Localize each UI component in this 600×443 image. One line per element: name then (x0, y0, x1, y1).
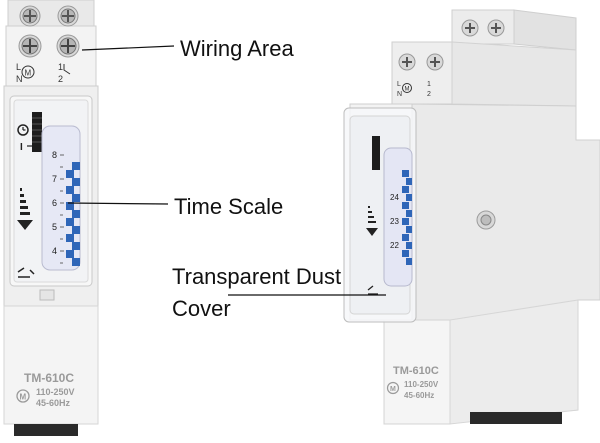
screw-terminal-icon (398, 53, 416, 71)
frequency-label: 45-60Hz (36, 398, 71, 408)
terminal-label: L (397, 81, 401, 88)
override-switch-icon (367, 285, 378, 295)
down-arrow-icon (366, 206, 378, 236)
svg-text:M: M (390, 386, 396, 393)
svg-text:M: M (25, 69, 32, 78)
svg-text:M: M (20, 393, 27, 402)
wiring-area-label: Wiring Area (180, 36, 294, 61)
frequency-label: 45-60Hz (404, 391, 434, 400)
screw-terminal-icon (487, 19, 505, 37)
terminal-label: 1 (427, 81, 431, 88)
terminal-label: 2 (427, 91, 431, 98)
terminal-label: N (16, 74, 23, 84)
front-timer-device: L N M 1 2 I (3, 0, 99, 436)
terminal-label: L (16, 62, 21, 72)
scale-number: 5 (52, 222, 57, 232)
model-label: TM-610C (24, 371, 74, 385)
clock-icon (17, 124, 29, 136)
voltage-label: 110-250V (404, 380, 439, 389)
screw-terminal-icon (461, 19, 479, 37)
screw-terminal-icon (56, 34, 80, 58)
screw-terminal-icon (57, 5, 79, 27)
side-timer-device: L N M 1 2 24 23 22 (343, 9, 600, 425)
scale-number: 8 (52, 150, 57, 160)
motor-icon: M (21, 65, 35, 79)
model-label: TM-610C (393, 365, 439, 377)
scale-number: 24 (390, 193, 399, 202)
motor-icon: M (386, 381, 400, 395)
time-scale-label: Time Scale (174, 194, 284, 219)
voltage-label: 110-250V (36, 387, 75, 397)
scale-number: 6 (52, 198, 57, 208)
terminal-label: 1 (58, 62, 63, 72)
clock-marker-label: I (20, 142, 23, 153)
scale-number: 7 (52, 174, 57, 184)
screw-terminal-icon (18, 34, 42, 58)
wiring-leader-line (81, 45, 175, 51)
terminal-label: N (397, 91, 402, 98)
motor-icon: M (16, 389, 30, 403)
dust-cover-label-line2: Cover (172, 296, 231, 321)
scale-number: 4 (52, 246, 57, 256)
screw-terminal-icon (426, 53, 444, 71)
motor-icon: M (402, 83, 412, 93)
scale-number: 23 (390, 217, 399, 226)
terminal-label: 2 (58, 74, 63, 84)
screw-terminal-icon (19, 5, 41, 27)
override-switch-icon (17, 267, 35, 278)
down-arrow-icon (17, 188, 33, 230)
time-scale-leader-line (67, 202, 169, 205)
scale-number: 22 (390, 241, 399, 250)
svg-text:M: M (405, 87, 410, 93)
dust-cover-label-line1: Transparent Dust (172, 264, 342, 289)
